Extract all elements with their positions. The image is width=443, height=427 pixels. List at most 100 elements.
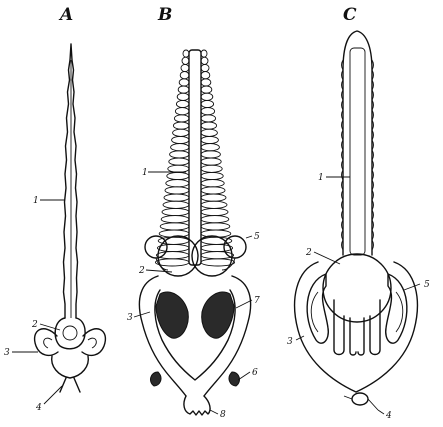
panel-b-coil-loop (201, 172, 223, 179)
panel-c-basal-knob (352, 393, 368, 405)
panel-b-coil-loop (201, 151, 220, 158)
panel-b-coil-loop (201, 136, 218, 143)
panel-c-label-5: 5 (424, 280, 430, 290)
panel-a-label-4: 4 (35, 403, 42, 413)
panel-b-coil-loop (156, 252, 189, 259)
panel-a-central-body (55, 318, 85, 349)
panel-b-coil-loop (201, 64, 209, 71)
panel-b-label-8: 8 (220, 410, 226, 420)
panel-a-inner-vesicle (63, 326, 77, 340)
panel-b-coil-loop (181, 64, 189, 71)
panel-a-label-2: 2 (31, 320, 38, 330)
panel-b-coil-loop (168, 165, 189, 172)
panel-c-right-inner-arm (370, 300, 380, 355)
panel-a-label-3: 3 (4, 348, 10, 358)
panel-a-title: A (58, 5, 73, 25)
panel-a-left-lobe-inner (44, 338, 52, 348)
panel-a-basal-stalk (60, 378, 80, 392)
panel-c-label-1: 1 (318, 173, 324, 183)
panel-b-leader-5 (246, 236, 252, 238)
panel-b-label-5: 5 (254, 232, 260, 242)
panel-b-coil-loop (201, 194, 226, 201)
panel-c-left-loop-inner (311, 292, 318, 332)
panel-b-coil-loop (201, 100, 214, 107)
panel-b-coil-loop (157, 244, 189, 251)
panel-b-coil-loop (179, 79, 189, 86)
panel-b-coil-loop (201, 208, 228, 215)
panel-b-coil-loop (172, 136, 189, 143)
panel-b-coil-loop (201, 144, 219, 151)
panel-a-right-lobe-inner (88, 338, 96, 348)
panel-c-left-loop (307, 274, 328, 343)
panel-b-label-7: 7 (254, 296, 260, 306)
panel-b-coil-loop (162, 208, 189, 215)
panel-b-coil-loop (171, 144, 189, 151)
panel-b-coil-loop (166, 180, 189, 187)
panel-b-coil-loop (175, 108, 189, 115)
panel-b-left-dark-mass (156, 292, 188, 338)
panel-b-coil-loop (201, 79, 211, 86)
panel-c-label-2: 2 (305, 248, 312, 258)
panel-a-leader-4 (44, 386, 62, 404)
panel-c-serrated-shaft (343, 31, 372, 255)
panel-b-scalloped-foot (184, 396, 210, 415)
panel-c-right-loop (386, 274, 407, 343)
panel-b-coil-loop (169, 158, 189, 165)
panel-c: C 1 2 3 5 4 (287, 5, 430, 421)
panel-b-leader-8 (210, 410, 218, 414)
panel-b-coil-loop (201, 187, 225, 194)
panel-b-coil-loop (176, 100, 189, 107)
panel-b-coil-loop (180, 72, 189, 79)
panel-c-leader-4 (378, 410, 384, 414)
panel-a-lower-lip (52, 356, 89, 378)
panel-b-right-dark-mass (202, 292, 234, 338)
panel-b-coil-loop (201, 201, 227, 208)
panel-a-right-lobe (82, 329, 105, 356)
panel-b-coil-loop (170, 151, 189, 158)
panel-b-coil-loop (201, 122, 217, 129)
panel-b-right-sphere (224, 236, 246, 258)
panel-b-coil-loop (173, 129, 189, 136)
panel-b-left-spot (151, 372, 161, 386)
panel-b-title: B (157, 5, 172, 25)
panel-b-coil-loop (201, 216, 229, 223)
panel-b-coil-loop (177, 93, 189, 100)
panel-b-coil-loop (201, 129, 217, 136)
panel-b-leader-7 (236, 300, 252, 308)
panel-b-coil-loop (164, 194, 189, 201)
panel-b-coil-loop (201, 86, 212, 93)
panel-b-coil-loop (182, 57, 189, 64)
panel-c-basal-strands (344, 396, 378, 410)
panel-c-median-arms (350, 318, 364, 355)
panel-c-left-inner-arm (334, 300, 344, 355)
panel-b-coil-loop (201, 72, 210, 79)
panel-c-label-3: 3 (287, 337, 293, 347)
panel-b-coil-loop (201, 108, 215, 115)
panel-c-right-loop-inner (396, 292, 403, 332)
panel-b-leader-2 (146, 270, 172, 272)
panel-b-coil-loop (201, 93, 213, 100)
panel-b-leader-3 (134, 312, 150, 317)
panel-b-coil-loop (201, 223, 230, 230)
panel-b-right-spot (229, 372, 239, 386)
panel-b-coil-loop (201, 115, 216, 122)
panel-b-coil-loop (165, 187, 189, 194)
panel-c-central-globe (323, 254, 391, 322)
panel-b: B 1 2 3 5 7 (127, 5, 260, 420)
panel-b-label-6: 6 (252, 368, 258, 378)
panel-b-coil-loop (201, 244, 233, 251)
panel-c-shaft-core (350, 48, 365, 255)
panel-b-coil-loop (173, 122, 189, 129)
panel-c-title: C (343, 5, 357, 25)
panel-b-coil-loop (161, 216, 189, 223)
panel-b-coil-loop (201, 50, 207, 57)
panel-b-coiled-crown (155, 50, 234, 266)
panel-a: A 1 2 3 4 (4, 5, 105, 413)
panel-b-leader-6 (238, 372, 250, 380)
panel-a-label-1: 1 (33, 196, 39, 206)
panel-b-left-sphere (145, 236, 167, 258)
panel-b-coil-loop (174, 115, 189, 122)
panel-b-label-2: 2 (138, 266, 145, 276)
panel-b-coil-loop (201, 165, 222, 172)
panel-b-coil-loop (183, 50, 189, 57)
